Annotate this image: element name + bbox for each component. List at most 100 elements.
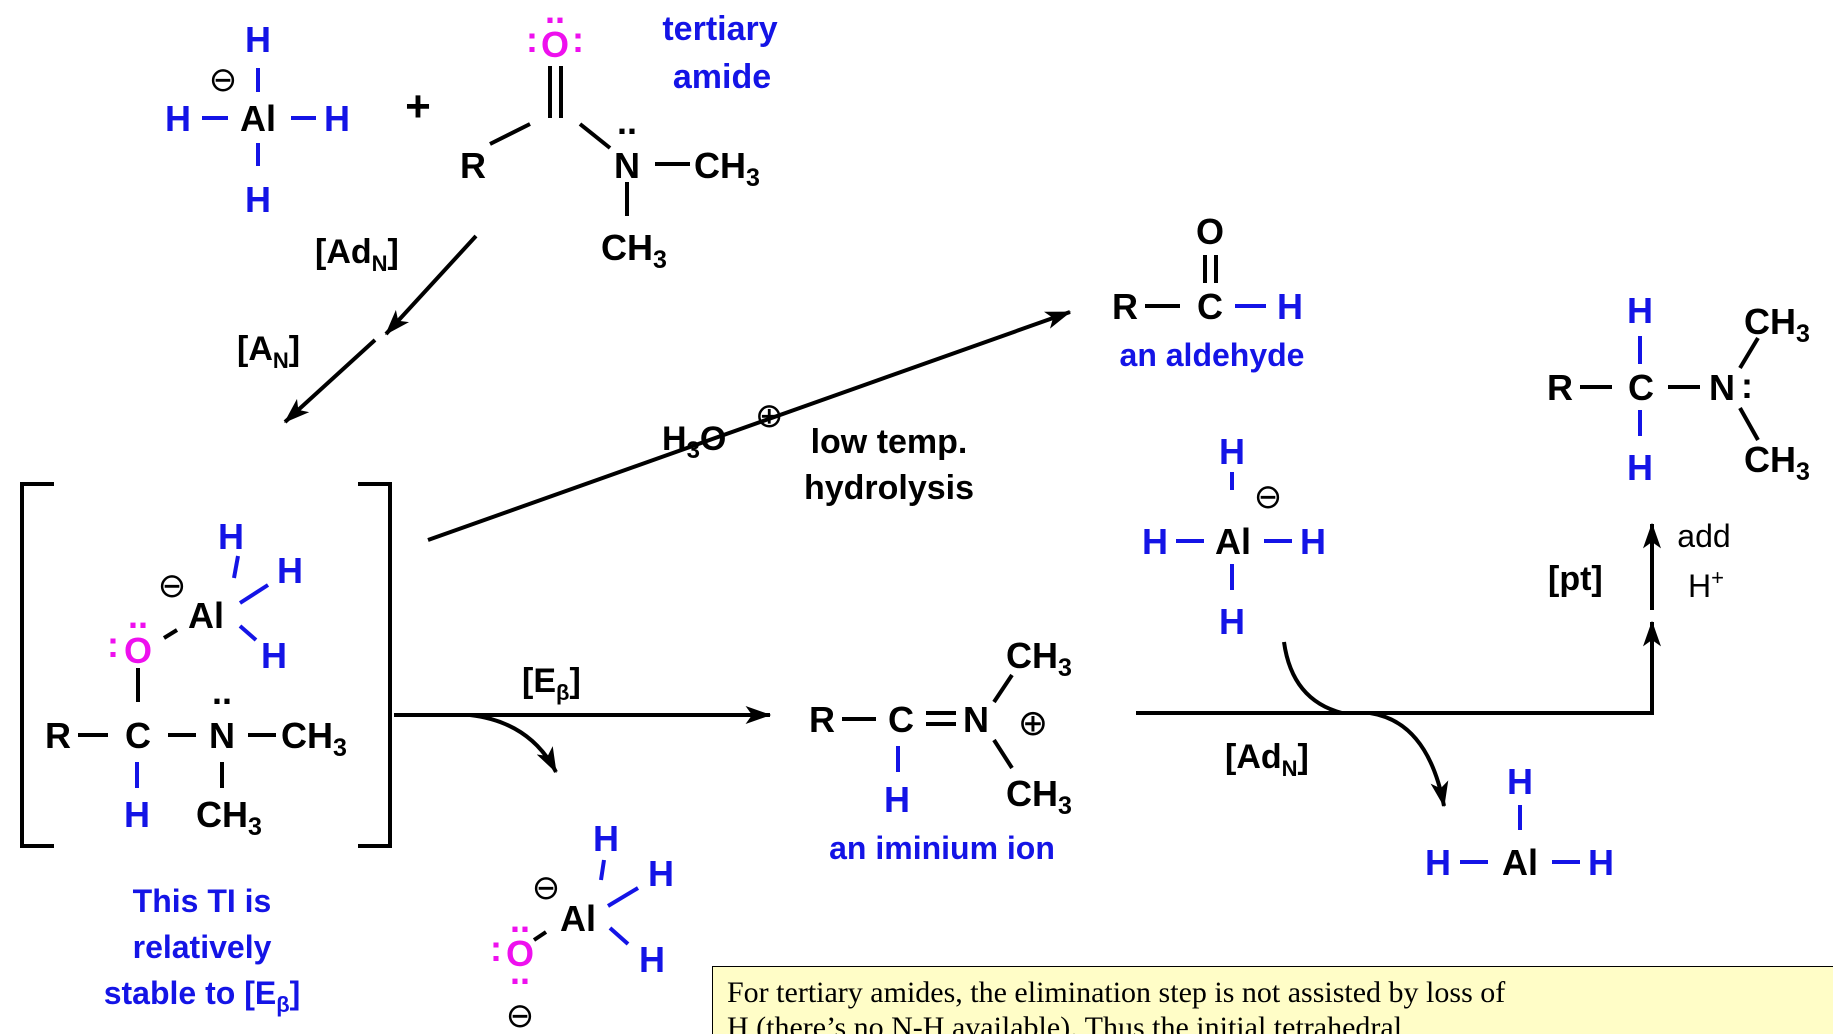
iminium-n-plus: ⊕ (1018, 702, 1048, 743)
reagent-h3o: H3O (662, 420, 726, 464)
label-tertiary: tertiary (662, 10, 777, 48)
iminium-ion (842, 673, 1014, 772)
alh4-al: Al (240, 98, 276, 139)
aldehyde-c: C (1197, 286, 1223, 327)
iminium-c: C (888, 699, 914, 740)
ti-note-line2: relatively (133, 929, 272, 965)
amide-n-lone-pair: .. (617, 101, 637, 142)
iminium-ch3-top: CH3 (1006, 635, 1072, 682)
ti-n: N (209, 715, 235, 756)
ti-note-line1: This TI is (133, 883, 272, 919)
amide-o-lone-pair-left: : (526, 19, 538, 60)
alh4-minus-charge: ⊖ (209, 61, 238, 99)
alh4-reagent (202, 68, 316, 166)
alh3-al: Al (1502, 842, 1538, 883)
amine-c: C (1628, 367, 1654, 408)
amine-ch3-top: CH3 (1744, 301, 1810, 348)
ti-al-minus: ⊖ (158, 567, 187, 605)
alh4b-h-right: H (1300, 521, 1326, 562)
oalh3-fragment (532, 859, 640, 946)
amide-o: O (541, 24, 569, 65)
ti-r: R (45, 715, 71, 756)
amine-product (1580, 336, 1760, 441)
frag-h-right: H (648, 853, 674, 894)
step-pt: [pt] (1548, 560, 1603, 598)
iminium-ch3-bottom: CH3 (1006, 773, 1072, 820)
aldehyde-h: H (1277, 286, 1303, 327)
amide-ch3-bottom: CH3 (601, 227, 667, 274)
amine-n-lone-pair: : (1741, 365, 1753, 406)
alh4b-al: Al (1215, 521, 1251, 562)
tertiary-amide (489, 66, 690, 216)
ti-n-lone-pair: .. (212, 671, 232, 712)
ti-c-h: H (124, 794, 150, 835)
ti-ch3-bottom: CH3 (196, 794, 262, 841)
amide-ch3-right: CH3 (694, 145, 760, 192)
ti-o: O (124, 630, 152, 671)
ti-al: Al (188, 595, 224, 636)
frag-al: Al (560, 898, 596, 939)
amine-r: R (1547, 367, 1573, 408)
frag-o: O (506, 933, 534, 974)
frag-h-top: H (593, 818, 619, 859)
hydrolysis-arrow (427, 310, 1072, 542)
label-an-aldehyde: an aldehyde (1120, 337, 1305, 373)
note-line-2: H (there’s no N-H available). Thus the i… (727, 1011, 1403, 1034)
frag-h-bottom: H (639, 939, 665, 980)
elimination-arrow (394, 706, 772, 774)
ti-c: C (125, 715, 151, 756)
frag-o-lone-pair-bottom: .. (510, 951, 530, 992)
alh4b-h-top: H (1219, 431, 1245, 472)
iminium-n: N (963, 699, 989, 740)
amine-n: N (1709, 367, 1735, 408)
alh4b-h-bottom: H (1219, 601, 1245, 642)
alh4b-h-left: H (1142, 521, 1168, 562)
plus-sign: + (405, 82, 431, 131)
ti-al-h-top: H (218, 516, 244, 557)
frag-o-minus: ⊖ (506, 997, 535, 1034)
frag-o-lone-pair-left: : (490, 928, 502, 969)
alh4-h-bottom: H (245, 179, 271, 220)
alh4-h-left: H (165, 98, 191, 139)
aldehyde-o: O (1196, 211, 1224, 252)
step-e-beta: [Eβ] (522, 662, 581, 705)
label-an-iminium-ion: an iminium ion (829, 830, 1055, 866)
ti-o-lone-pair-left: : (107, 624, 119, 665)
reagent-h3o-plus: ⊕ (755, 397, 784, 435)
amide-o-lone-pair-top: .. (545, 0, 565, 31)
note-line-1: For tertiary amides, the elimination ste… (727, 976, 1506, 1009)
alh3-h-left: H (1425, 842, 1451, 883)
addition-arrow (283, 234, 478, 424)
amine-ch3-bottom: CH3 (1744, 439, 1810, 486)
amide-o-lone-pair-right: : (572, 19, 584, 60)
alh4-h-top: H (245, 19, 271, 60)
frag-al-minus: ⊖ (532, 869, 561, 907)
ti-ch3-right: CH3 (281, 715, 347, 762)
aldehyde (1145, 255, 1266, 308)
iminium-r: R (809, 699, 835, 740)
explanation-note: For tertiary amides, the elimination ste… (712, 966, 1833, 1034)
step-a-n: [AN] (237, 330, 300, 373)
amide-n: N (614, 145, 640, 186)
ti-note-line3: stable to [Eβ] (104, 975, 301, 1017)
amine-h-bottom: H (1627, 447, 1653, 488)
alh3-h-top: H (1507, 761, 1533, 802)
step-ad-n-1: [AdN] (315, 233, 399, 276)
alh4b-minus: ⊖ (1254, 478, 1283, 516)
alh4-second (1176, 472, 1292, 590)
alh3-byproduct (1460, 805, 1580, 864)
label-hydrolysis: hydrolysis (804, 469, 974, 507)
label-add: add (1677, 518, 1730, 554)
step-ad-n-2: [AdN] (1225, 738, 1309, 781)
amide-r: R (460, 145, 486, 186)
frag-o-lone-pair-top: .. (510, 899, 530, 940)
iminium-c-h: H (884, 779, 910, 820)
label-amide: amide (673, 58, 771, 96)
label-low-temp: low temp. (811, 423, 968, 461)
ti-bonds (78, 555, 276, 788)
label-h-plus: H+ (1688, 565, 1724, 604)
ti-al-h-right: H (277, 550, 303, 591)
amine-h-top: H (1627, 290, 1653, 331)
reduction-arrow (1136, 522, 1661, 808)
